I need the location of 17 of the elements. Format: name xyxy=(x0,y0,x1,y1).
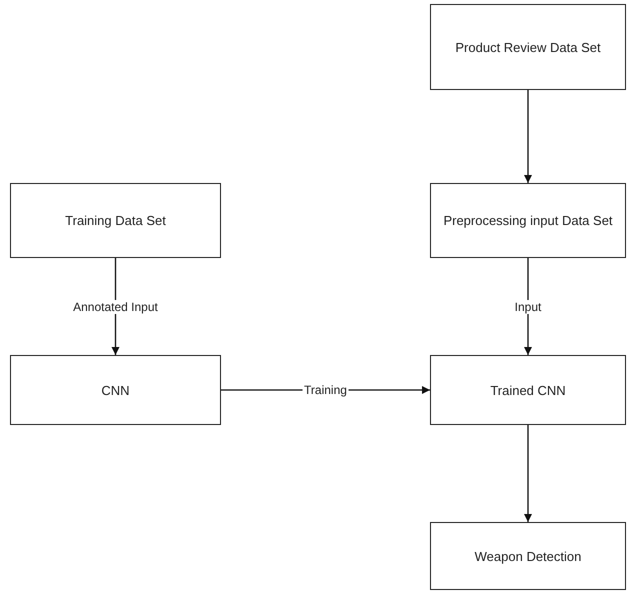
box-text: Product Review Data Set xyxy=(455,40,601,54)
process-box xyxy=(430,4,626,90)
box-text: CNN xyxy=(101,382,130,398)
arrow xyxy=(524,90,532,183)
process-box xyxy=(430,183,626,258)
box-text: Training Data Set xyxy=(65,213,166,228)
box-text: Trained CNN xyxy=(490,382,566,398)
process-box xyxy=(10,355,221,425)
process-box xyxy=(430,355,626,425)
box-text: Weapon Detection xyxy=(474,548,582,564)
process-box xyxy=(430,522,626,590)
edge-label: Training xyxy=(302,383,349,397)
arrow xyxy=(524,425,532,522)
edge-label: Input xyxy=(512,300,544,314)
box-text: Preprocessing input Data Set xyxy=(443,213,613,228)
edge-label: Annotated Input xyxy=(71,300,160,314)
process-box xyxy=(10,183,221,258)
